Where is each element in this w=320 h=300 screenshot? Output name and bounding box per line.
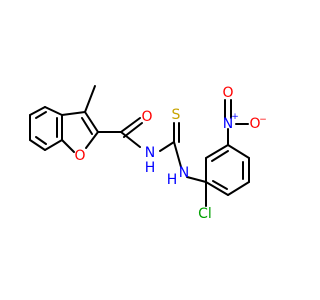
bond-bz-1 — [29, 106, 46, 116]
bond-co-1 — [120, 117, 141, 133]
bond-c3-methyl — [84, 85, 96, 113]
bond-c3-c2-double — [81, 117, 93, 135]
bond-ar-inner-3 — [212, 180, 228, 190]
nitro-negative-charge: − — [259, 115, 267, 125]
nitro-oxygen-right-label: O — [249, 116, 260, 132]
bond-c2-o — [85, 131, 99, 149]
chlorine-label: Cl — [198, 206, 212, 222]
bond-bz-inner-1 — [35, 111, 47, 119]
bond-ar-inner-1 — [211, 150, 229, 162]
nitro-positive-charge: + — [231, 112, 239, 122]
bond-co-2 — [123, 122, 143, 138]
atom-label-layer: O O N H S N H N + O O − Cl — [74, 85, 266, 222]
sulfur-label: S — [172, 107, 181, 123]
bond-bz-2 — [44, 106, 63, 116]
amide-hydrogen-label: H — [145, 160, 156, 176]
bond-c3a-c3 — [61, 111, 86, 116]
bond-cs-nh — [173, 141, 182, 168]
bond-ar-5 — [227, 181, 250, 196]
furan-oxygen-label: O — [74, 148, 85, 164]
carbonyl-oxygen-label: O — [141, 109, 152, 125]
bond-ar-2 — [205, 144, 229, 159]
bond-o-c7a — [61, 139, 75, 153]
bond-bz-inner-3 — [35, 136, 47, 145]
bond-c3-c2 — [84, 111, 99, 133]
anilino-nitrogen-label: N — [179, 165, 189, 181]
bond-ar-6 — [205, 181, 229, 196]
bond-carbonyl-nh — [120, 131, 141, 148]
amide-nitrogen-label: N — [145, 145, 155, 161]
bond-bz-4 — [44, 139, 63, 151]
bond-layer — [29, 85, 250, 207]
bond-ar-3 — [227, 144, 250, 159]
nitro-oxygen-top-label: O — [222, 85, 233, 101]
chemical-structure-diagram: O O N H S N H N + O O − Cl — [29, 85, 267, 222]
bond-nh-ring — [186, 176, 207, 183]
nitro-nitrogen-label: N — [223, 116, 233, 132]
anilino-hydrogen-label: H — [167, 172, 178, 188]
bond-bz-5 — [29, 139, 46, 151]
bond-nh-cs — [159, 141, 175, 152]
